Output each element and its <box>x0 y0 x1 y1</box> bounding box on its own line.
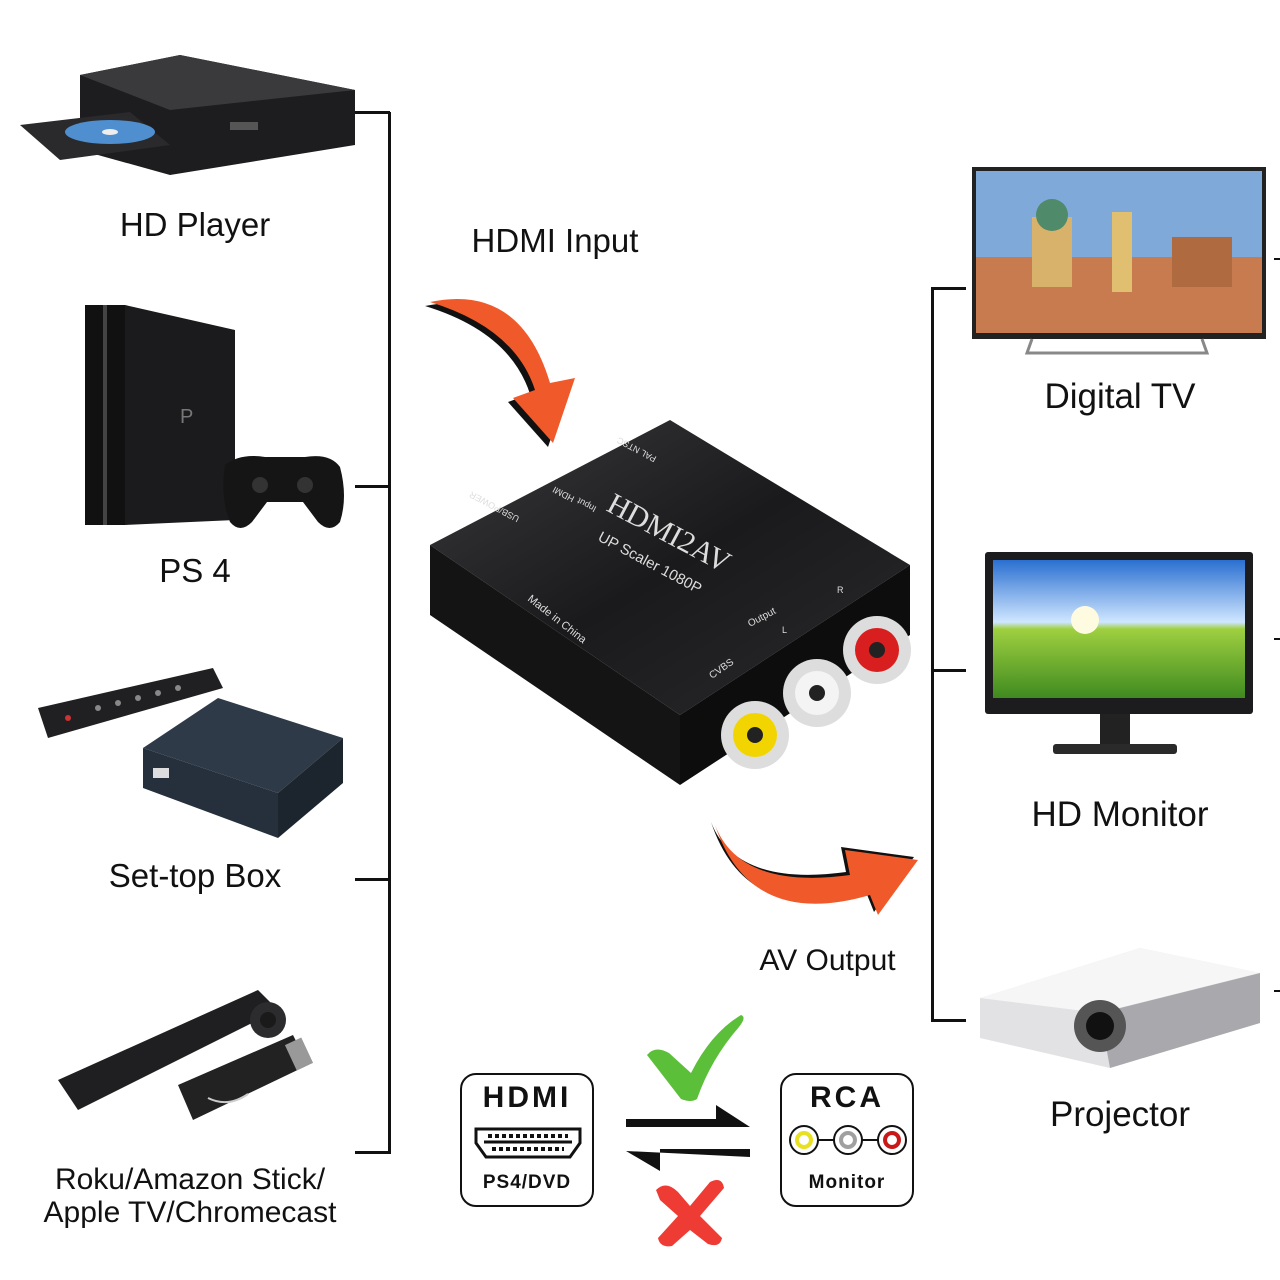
input-arrow-icon <box>425 298 575 447</box>
game-console-icon: P <box>85 305 344 528</box>
source-label-hd-player: HD Player <box>119 206 271 243</box>
output-arrow-icon <box>711 822 918 915</box>
bidirectional-arrows-icon <box>626 1105 750 1171</box>
output-label-projector: Projector <box>1049 1095 1191 1134</box>
edge-tick <box>1274 638 1280 640</box>
hdmi-card-title: HDMI <box>482 1081 572 1114</box>
rca-plugs-icon <box>789 1125 907 1155</box>
source-label-streaming-stick-line2: Apple TV/Chromecast <box>43 1196 337 1229</box>
source-bracket-line <box>388 112 391 1154</box>
output-label-digital-tv: Digital TV <box>1044 377 1196 416</box>
rca-jack-red <box>843 616 911 684</box>
source-tick <box>355 485 390 488</box>
output-bracket-line <box>931 288 934 1021</box>
output-tick <box>931 669 966 672</box>
blu-ray-player-icon <box>20 55 355 175</box>
hdmi-input-label: HDMI Input <box>471 222 639 259</box>
source-tick <box>355 1151 390 1154</box>
hdmi-source-card: HDMI PS4/DVD <box>460 1073 594 1207</box>
television-icon <box>972 167 1266 355</box>
cross-icon <box>656 1180 724 1247</box>
svg-text:P: P <box>180 406 193 428</box>
source-label-ps4: PS 4 <box>159 552 231 589</box>
rca-jack-white <box>783 659 851 727</box>
source-label-set-top-box: Set-top Box <box>108 857 282 894</box>
rca-jack-yellow <box>721 701 789 769</box>
rca-card-title: RCA <box>810 1081 884 1114</box>
edge-tick <box>1274 258 1280 260</box>
monitor-icon <box>985 552 1253 754</box>
output-tick <box>931 1019 966 1022</box>
hdmi-card-subtitle: PS4/DVD <box>482 1172 572 1193</box>
hdmi-port-icon <box>474 1127 582 1159</box>
av-output-label: AV Output <box>759 944 896 977</box>
source-tick <box>355 878 390 881</box>
set-top-box-icon <box>38 668 343 838</box>
output-label-hd-monitor: HD Monitor <box>1031 795 1209 834</box>
device-r: R <box>837 585 844 595</box>
edge-tick <box>1274 990 1280 992</box>
hdmi2av-converter: HDMI2AV UP Scaler 1080P Made in China US… <box>430 420 911 785</box>
checkmark-icon <box>647 1015 744 1101</box>
rca-card-subtitle: Monitor <box>808 1172 886 1193</box>
output-tick <box>931 287 966 290</box>
rca-output-card: RCA Monitor <box>780 1073 914 1207</box>
device-l: L <box>782 625 787 635</box>
projector-icon <box>980 948 1260 1068</box>
source-label-streaming-stick-line1: Roku/Amazon Stick/ <box>54 1163 326 1196</box>
source-tick <box>355 111 390 114</box>
streaming-stick-icon <box>58 990 314 1120</box>
